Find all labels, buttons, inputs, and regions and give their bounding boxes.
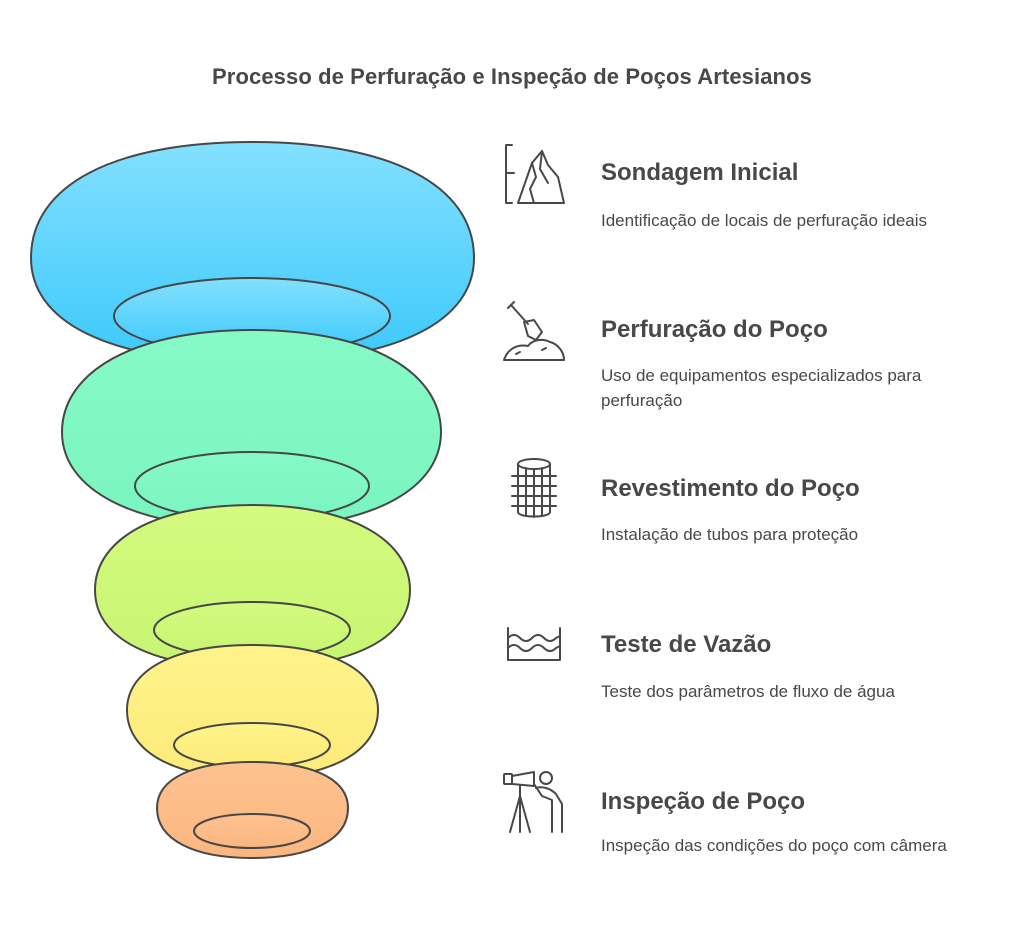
step-description: Uso de equipamentos especializados para … (601, 366, 922, 410)
step-title: Perfuração do Poço (601, 316, 828, 343)
step-description: Inspeção das condições do poço com câmer… (601, 836, 947, 855)
person-telescope-icon (502, 770, 566, 834)
shovel-dirt-icon (502, 298, 566, 362)
funnel-ring-revestimento (93, 503, 412, 670)
diagram-title: Processo de Perfuração e Inspeção de Poç… (212, 64, 812, 89)
ring-hole (193, 813, 311, 849)
funnel-ring-inspecao (155, 760, 350, 860)
funnel-ring-perfuracao (60, 328, 443, 530)
ring-hole (173, 722, 331, 768)
step-title: Revestimento do Poço (601, 475, 860, 502)
water-level-icon (502, 612, 566, 676)
mountain-measure-icon (502, 143, 566, 207)
step-title: Teste de Vazão (601, 631, 772, 658)
step-title: Sondagem Inicial (601, 159, 799, 186)
funnel-ring-vazao (125, 643, 380, 780)
step-title: Inspeção de Poço (601, 788, 806, 815)
step-description: Identificação de locais de perfuração id… (601, 211, 928, 230)
step-description: Instalação de tubos para proteção (601, 525, 859, 544)
pipe-casing-icon (502, 456, 566, 520)
funnel-ring-sondagem (29, 140, 476, 364)
step-description: Teste dos parâmetros de fluxo de água (601, 682, 895, 701)
